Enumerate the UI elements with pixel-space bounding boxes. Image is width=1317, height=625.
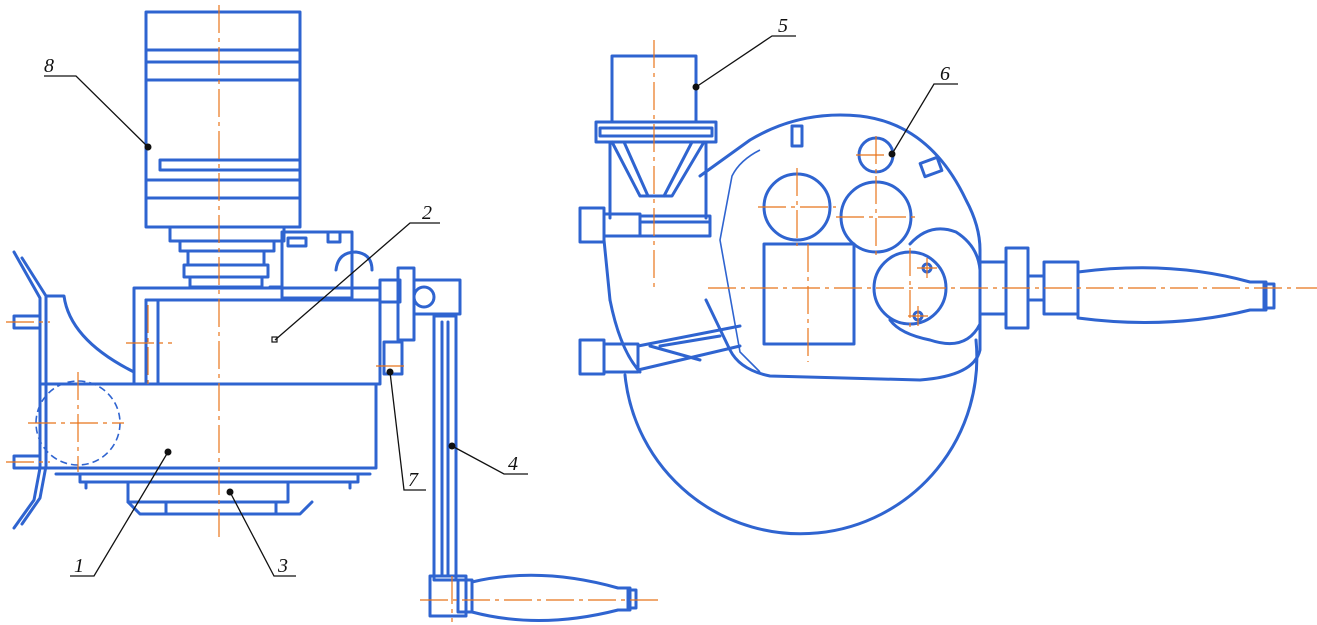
crank-handle bbox=[428, 573, 638, 623]
terminal-box bbox=[268, 230, 374, 300]
right-view bbox=[578, 40, 1317, 536]
leader-1-dot bbox=[164, 448, 172, 456]
output-gear-housing bbox=[872, 227, 982, 345]
motor-flange bbox=[168, 225, 286, 289]
motor-adapter bbox=[594, 54, 718, 220]
valve-body bbox=[38, 382, 378, 490]
callout-5: 5 bbox=[778, 15, 788, 37]
leader-4 bbox=[451, 445, 528, 475]
handwheel-shaft-flange bbox=[378, 266, 462, 376]
leader-4-dot bbox=[448, 442, 456, 450]
leader-7-dot bbox=[386, 368, 394, 376]
leader-3-dot bbox=[226, 488, 234, 496]
leader-3 bbox=[229, 491, 296, 577]
callout-7: 7 bbox=[408, 469, 419, 491]
callout-3: 3 bbox=[277, 555, 288, 577]
leader-8 bbox=[44, 75, 149, 148]
callout-2: 2 bbox=[422, 202, 432, 224]
mounting-bracket bbox=[12, 250, 136, 530]
leader-1 bbox=[70, 451, 169, 577]
leader-6 bbox=[891, 83, 958, 155]
callout-1: 1 bbox=[74, 555, 84, 577]
leader-lines bbox=[44, 35, 958, 577]
leader-7 bbox=[389, 371, 426, 491]
left-view-axes bbox=[6, 5, 660, 622]
leader-5 bbox=[695, 35, 796, 88]
callout-4: 4 bbox=[508, 453, 518, 475]
upper-side-stub bbox=[578, 206, 712, 374]
leader-2 bbox=[274, 222, 440, 341]
valve-flange-circle bbox=[623, 338, 979, 536]
callout-8: 8 bbox=[44, 55, 54, 77]
leader-5-dot bbox=[692, 83, 700, 91]
leader-6-dot bbox=[888, 150, 896, 158]
handwheel-grip bbox=[1076, 266, 1276, 324]
motor-housing bbox=[144, 10, 302, 229]
leader-2-dot bbox=[271, 336, 278, 343]
gearbox-housing bbox=[698, 113, 982, 382]
lower-flange bbox=[126, 480, 314, 516]
leader-8-dot bbox=[144, 143, 152, 151]
gearbox-body bbox=[132, 286, 382, 386]
lower-side-stub bbox=[578, 324, 742, 376]
housing-slots bbox=[790, 124, 944, 179]
housing-inner-line bbox=[719, 149, 761, 373]
callout-labels: 8 2 1 3 7 4 5 6 bbox=[44, 15, 950, 577]
right-view-axes bbox=[653, 40, 1317, 362]
callout-6: 6 bbox=[940, 63, 950, 85]
left-view bbox=[6, 5, 660, 623]
gear-circles bbox=[762, 136, 913, 346]
